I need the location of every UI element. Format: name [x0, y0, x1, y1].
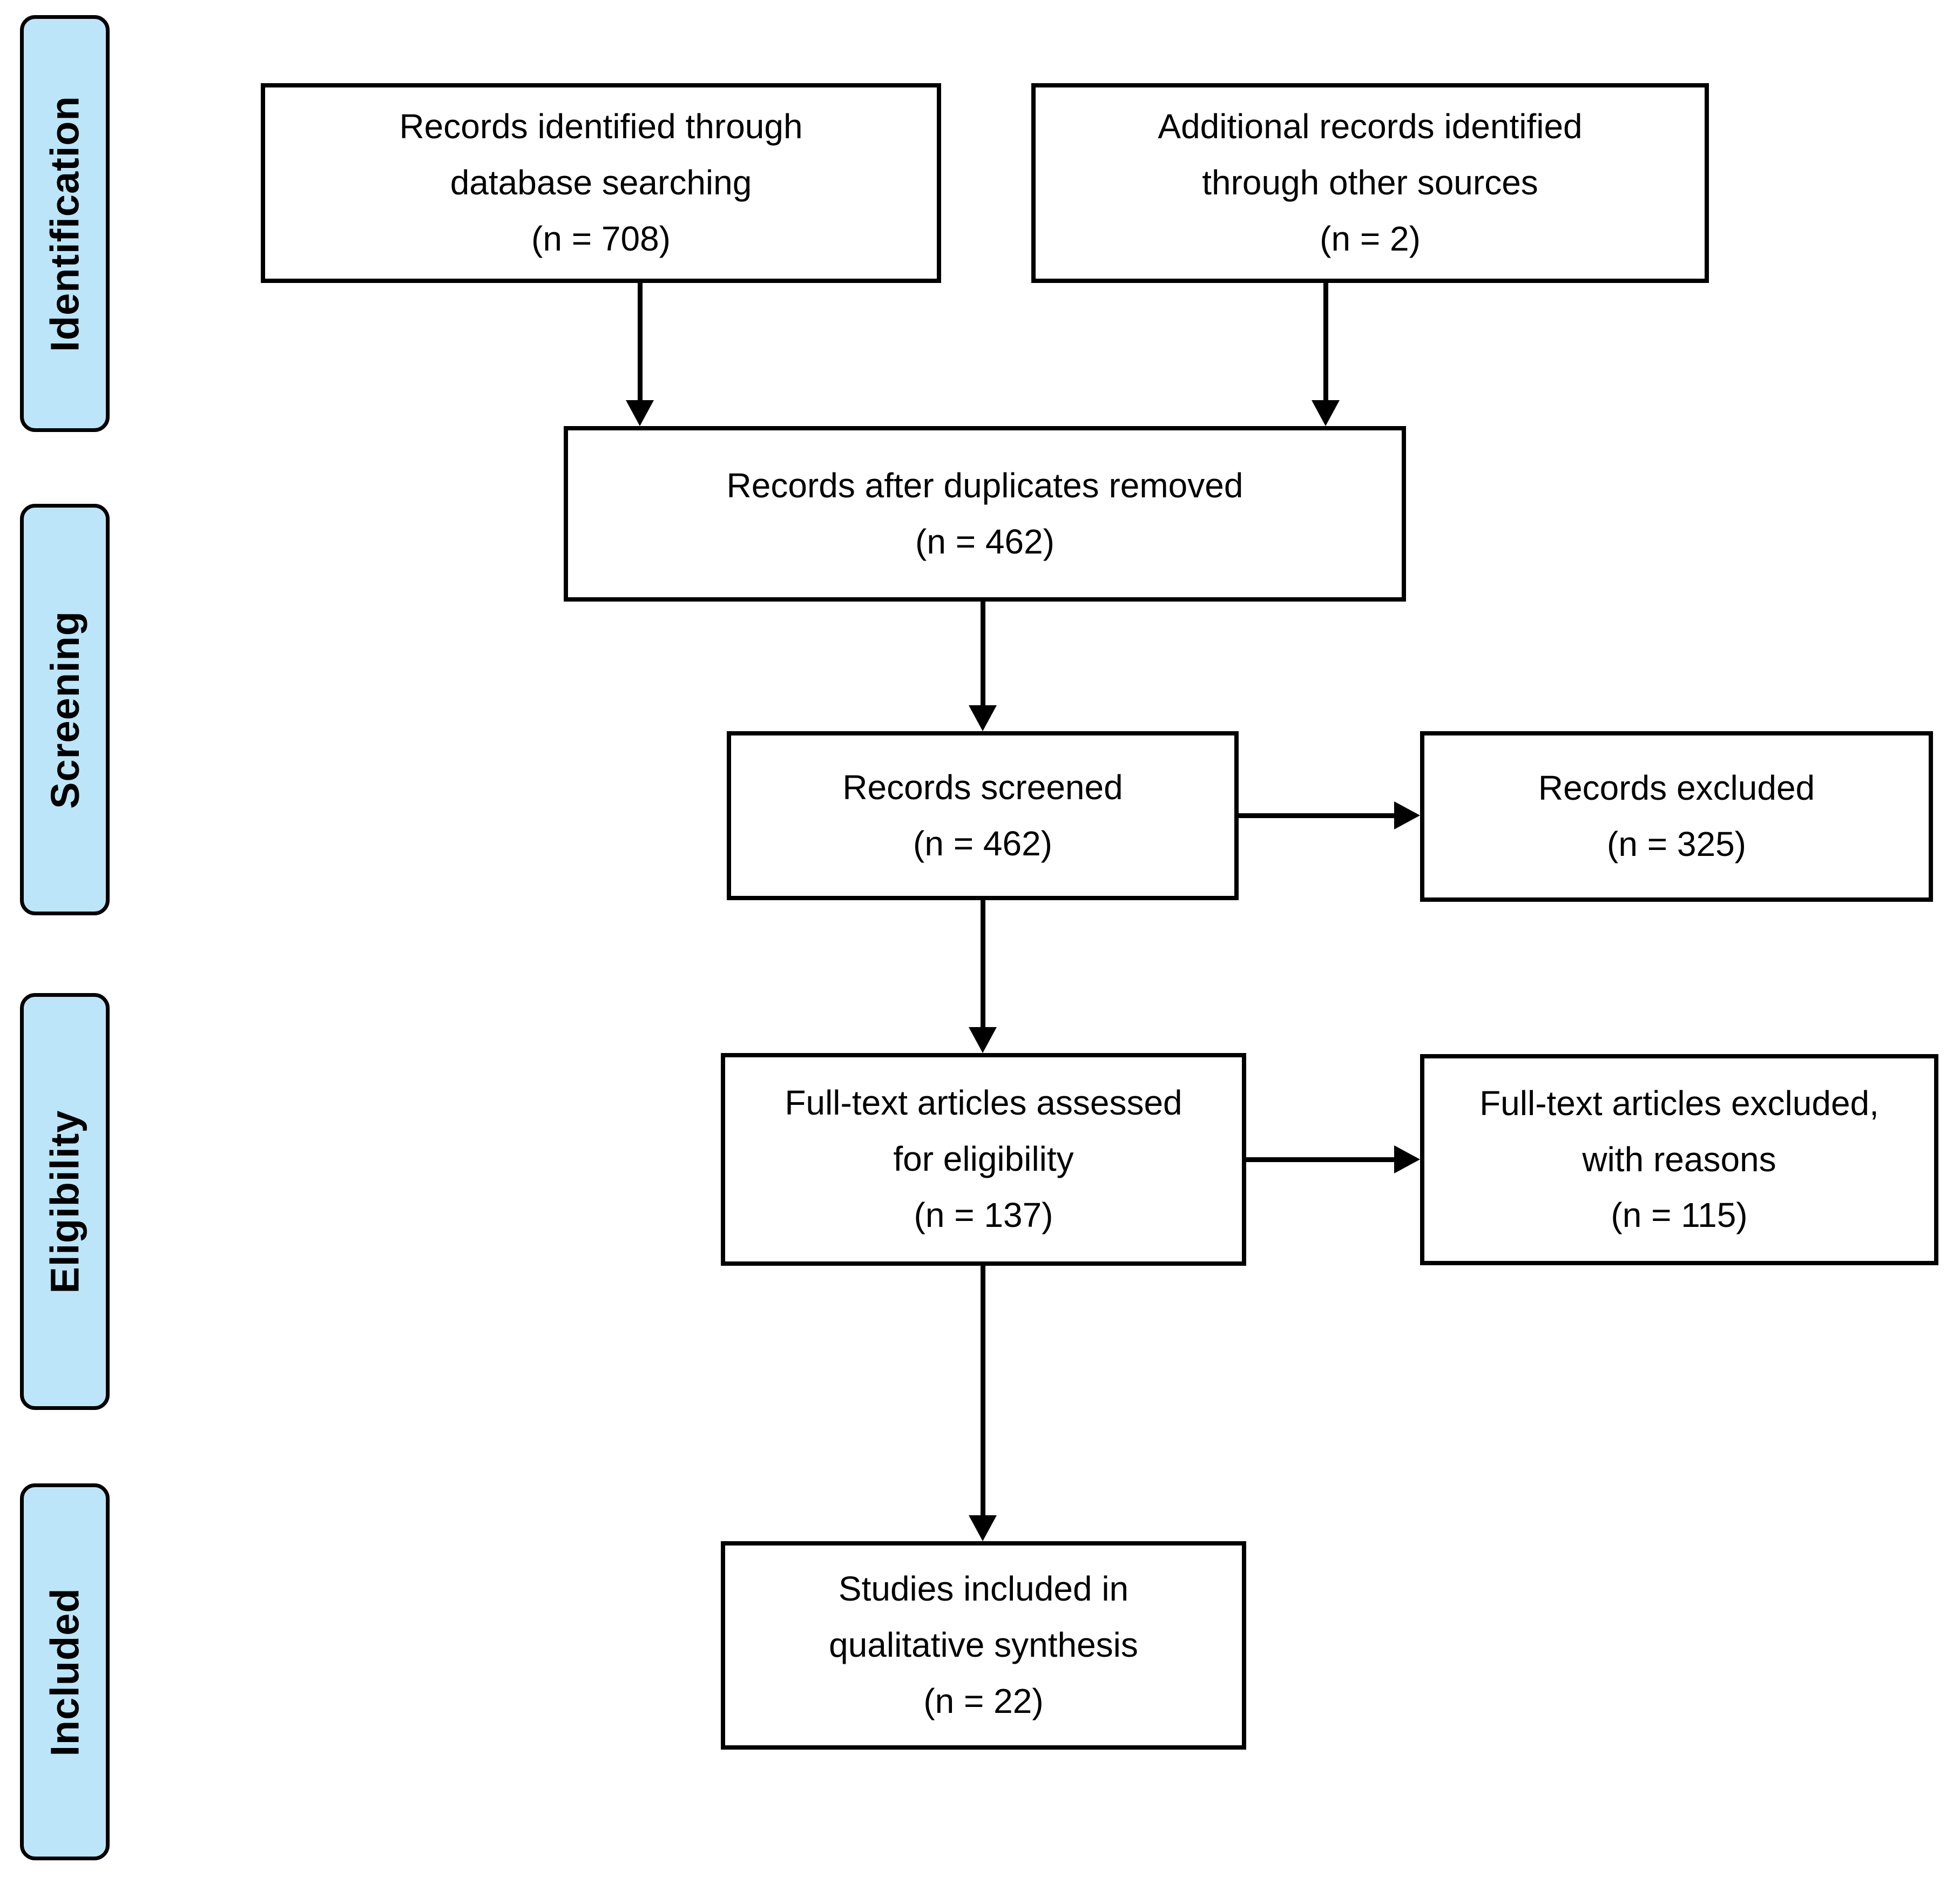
box-line: through other sources — [1202, 163, 1538, 203]
arrow-fulltext-to-excluded-line — [1246, 1157, 1394, 1162]
box-count: (n = 462) — [915, 522, 1055, 561]
box-line: Records screened — [842, 767, 1123, 807]
arrow-down-icon — [969, 1515, 997, 1541]
box-line: Full-text articles assessed — [785, 1083, 1182, 1123]
box-line: Records identified through — [399, 107, 803, 146]
stage-label-eligibility: Eligibility — [42, 1110, 87, 1293]
box-line: Records after duplicates removed — [726, 465, 1243, 505]
arrow-fulltext-to-included-line — [981, 1266, 985, 1515]
box-records-identified: Records identified through database sear… — [261, 83, 941, 283]
box-count: (n = 137) — [914, 1195, 1053, 1234]
box-additional-records: Additional records identified through ot… — [1031, 83, 1709, 283]
box-count: (n = 325) — [1607, 825, 1746, 863]
arrow-down-icon — [1312, 400, 1340, 426]
box-count: (n = 22) — [923, 1681, 1044, 1720]
arrow-screened-to-excluded-line — [1239, 813, 1394, 818]
arrow-identified-to-duplicates-line — [638, 282, 643, 401]
stage-label-included: Included — [42, 1587, 87, 1757]
box-count: (n = 462) — [913, 824, 1052, 863]
box-line: Studies included in — [838, 1569, 1129, 1609]
stage-included: Included — [20, 1483, 110, 1860]
box-line: Records excluded — [1538, 768, 1815, 808]
box-line: qualitative synthesis — [829, 1625, 1138, 1665]
arrow-additional-to-duplicates-line — [1323, 282, 1328, 401]
stage-identification: Identification — [20, 15, 110, 432]
box-after-duplicates: Records after duplicates removed (n = 46… — [564, 426, 1406, 602]
arrow-duplicates-to-screened-line — [981, 602, 985, 705]
arrow-screened-to-fulltext-line — [981, 900, 985, 1027]
box-studies-included: Studies included in qualitative synthesi… — [721, 1541, 1246, 1750]
box-fulltext-assessed: Full-text articles assessed for eligibil… — [721, 1053, 1246, 1266]
stage-eligibility: Eligibility — [20, 993, 110, 1410]
box-line: database searching — [450, 163, 752, 203]
box-fulltext-excluded: Full-text articles excluded, with reason… — [1420, 1054, 1938, 1265]
box-line: for eligibility — [893, 1139, 1074, 1179]
arrow-right-icon — [1394, 1145, 1420, 1173]
box-records-screened: Records screened (n = 462) — [727, 731, 1239, 900]
stage-screening: Screening — [20, 504, 110, 915]
arrow-down-icon — [626, 400, 654, 426]
box-line: Full-text articles excluded, — [1479, 1083, 1879, 1123]
box-count: (n = 708) — [531, 219, 671, 258]
box-line: with reasons — [1582, 1139, 1776, 1179]
arrow-down-icon — [969, 1027, 997, 1053]
box-count: (n = 2) — [1320, 219, 1421, 258]
arrow-down-icon — [969, 705, 997, 731]
box-count: (n = 115) — [1611, 1196, 1748, 1235]
box-line: Additional records identified — [1158, 107, 1583, 146]
stage-label-screening: Screening — [42, 610, 87, 809]
stage-label-identification: Identification — [42, 95, 87, 352]
box-records-excluded: Records excluded (n = 325) — [1420, 731, 1933, 902]
arrow-right-icon — [1394, 801, 1420, 829]
